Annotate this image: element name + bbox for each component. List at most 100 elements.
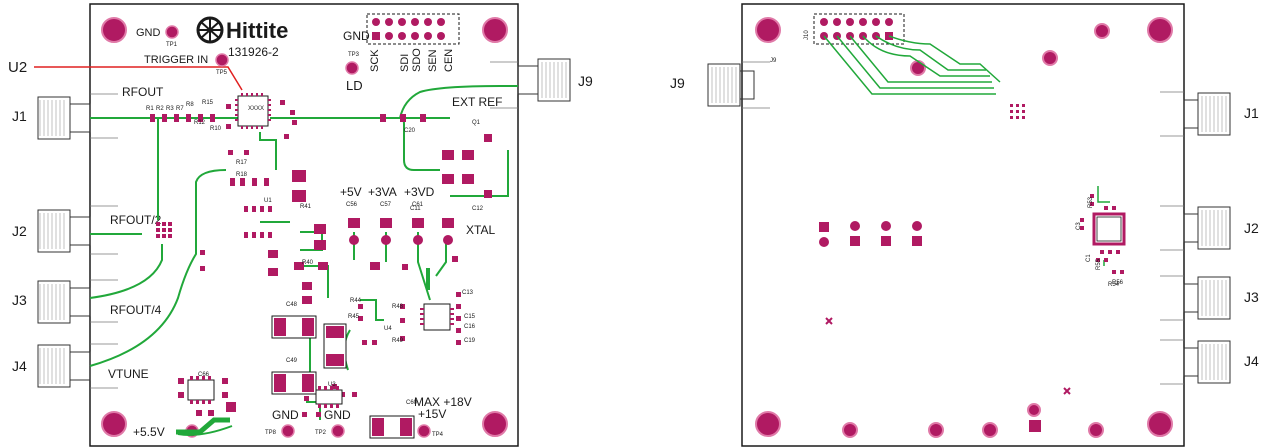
ref: J9 <box>770 58 777 64</box>
label-rfout: RFOUT <box>122 85 164 99</box>
ref: R45 <box>348 314 360 320</box>
ic-bottom-qfn <box>1080 194 1126 274</box>
ref: Q1 <box>472 120 481 126</box>
mounting-hole <box>1147 411 1173 437</box>
ref: U1 <box>264 198 272 204</box>
ref: C1 <box>1086 254 1092 262</box>
sma-connectors-right <box>707 63 1231 384</box>
ref: R17 <box>236 160 248 166</box>
bottom-board: J10 <box>90 3 1259 447</box>
test-point-tp8 <box>281 424 295 438</box>
traces-top <box>89 85 518 436</box>
sma-connector-j2 <box>37 209 91 253</box>
ref: R54 <box>1108 282 1120 288</box>
sma-connector-bottom-j4 <box>1183 340 1231 384</box>
label-bottom-j9: J9 <box>670 75 685 91</box>
test-point-tp1 <box>165 25 179 39</box>
ref: R56 <box>1112 280 1124 286</box>
via-hole <box>982 422 998 438</box>
via-hole <box>1094 23 1110 39</box>
ref: C20 <box>404 128 416 134</box>
label-xtal: XTAL <box>466 223 495 237</box>
ref: C19 <box>464 338 476 344</box>
ref: R10 <box>210 126 222 132</box>
ic-u2 <box>235 93 271 129</box>
trace-ext-ref <box>399 85 518 119</box>
label-sck: SCK <box>369 49 381 72</box>
via-hole <box>842 422 858 438</box>
logo-text: Hittite <box>226 18 288 43</box>
spi-header-outline <box>366 13 460 45</box>
mounting-hole <box>755 17 781 43</box>
mounting-hole <box>101 411 127 437</box>
hittite-logo: Hittite <box>196 16 288 44</box>
sma-connector-j4 <box>37 344 91 388</box>
label-15v: +15V <box>418 407 446 421</box>
ref: R3 <box>166 106 174 112</box>
sma-connector-bottom-j2 <box>1183 206 1231 250</box>
test-point-tp4 <box>417 424 431 438</box>
label-5v: +5V <box>340 185 362 199</box>
sma-connector-j1 <box>37 96 91 140</box>
ref: XXXX <box>248 106 264 112</box>
ref: R41 <box>300 204 312 210</box>
mounting-hole <box>482 17 508 43</box>
via-hole <box>1088 422 1104 438</box>
mounting-holes-bottom <box>755 17 1173 438</box>
ic-u1 <box>187 376 215 404</box>
sma-connector-j9 <box>517 58 571 102</box>
label-bottom-j3: J3 <box>1244 289 1259 305</box>
label-gnd-tp8: GND <box>272 408 299 422</box>
label-cen: CEN <box>443 49 455 72</box>
top-board: J1 J2 J3 J4 J9 U2 Hittite 131926-2 <box>8 3 593 447</box>
spi-labels: SCK SDI SDO SEN CEN <box>369 48 455 72</box>
trace-mid-13 <box>360 299 384 321</box>
via-cluster <box>1010 104 1025 119</box>
label-gnd-header: GND <box>343 29 370 43</box>
via-hole <box>928 422 944 438</box>
test-point-tp3 <box>345 61 359 75</box>
label-j1: J1 <box>12 108 27 124</box>
spi-header-pins <box>372 18 445 40</box>
ref: R2 <box>156 106 164 112</box>
ref: C3 <box>1076 222 1082 230</box>
component-pads-top <box>150 100 492 417</box>
trace-5-5v-bar <box>176 417 230 435</box>
ref: C56 <box>346 202 358 208</box>
label-gnd-tp1: GND <box>136 27 161 39</box>
header-j10-outline <box>813 13 905 45</box>
label-5-5v: +5.5V <box>133 425 165 439</box>
label-max18: MAX +18V <box>414 395 472 409</box>
ref: R8 <box>186 102 194 108</box>
ref: C66 <box>198 372 210 378</box>
label-vtune: VTUNE <box>108 367 149 381</box>
sma-connector-bottom-j3 <box>1183 276 1231 320</box>
silk-refs-bottom: R53 R54 R55 R56 C3 C1 J9 <box>770 58 1124 288</box>
sma-connectors-left <box>37 96 91 388</box>
ref: R15 <box>202 100 214 106</box>
label-3va: +3VA <box>368 185 397 199</box>
mounting-hole <box>1147 17 1173 43</box>
ref: R7 <box>176 106 184 112</box>
mounting-holes <box>101 17 508 437</box>
test-point-tp5 <box>215 53 229 67</box>
mounting-hole <box>755 411 781 437</box>
label-sdo: SDO <box>411 48 423 72</box>
label-rfout2: RFOUT/2 <box>110 213 162 227</box>
sma-connector-bottom-j1 <box>1183 92 1231 136</box>
label-rfout4: RFOUT/4 <box>110 303 162 317</box>
test-point-tp2 <box>331 424 345 438</box>
via-hole <box>1042 50 1058 66</box>
ref: C48 <box>286 302 298 308</box>
label-tp2: TP2 <box>315 430 327 436</box>
ref: R53 <box>1088 196 1094 208</box>
sma-connector-j3 <box>37 280 91 324</box>
label-gnd-tp2: GND <box>324 408 351 422</box>
trace-tp-5-5v <box>177 425 233 436</box>
ref: U4 <box>384 326 392 332</box>
mounting-hole <box>101 17 127 43</box>
label-j4: J4 <box>12 358 27 374</box>
ref: R49 <box>392 338 404 344</box>
ref: R44 <box>350 298 362 304</box>
